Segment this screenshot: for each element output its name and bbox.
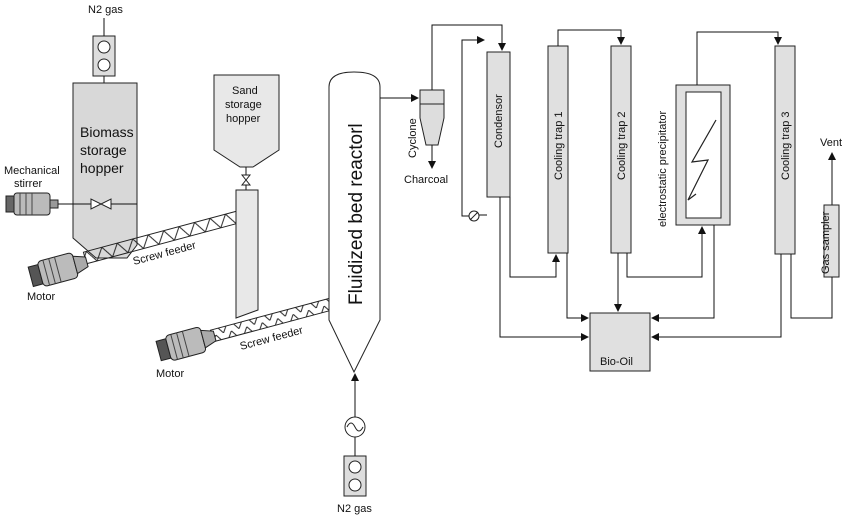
mechanical-stirrer-label-2: stirrer	[14, 178, 42, 190]
bio-oil-collector	[589, 312, 651, 372]
motor-2-label: Motor	[156, 368, 184, 380]
esp-label: electrostatic precipitator	[657, 111, 669, 227]
sand-storage-hopper	[213, 74, 280, 168]
cooling-trap-2	[610, 45, 632, 254]
sand-downcomer	[235, 189, 259, 319]
stirrer-motor-icon	[5, 192, 59, 216]
condensor-label: Condensor	[493, 94, 505, 148]
cooling-trap-3	[774, 45, 796, 255]
recycle-pump-icon	[468, 210, 480, 222]
fluidized-bed-reactor	[328, 71, 381, 374]
sand-valve-icon	[240, 174, 252, 186]
lightning-icon	[687, 119, 717, 201]
sand-hopper-label-1: Sand	[232, 85, 258, 97]
cyclone	[419, 89, 445, 146]
cyclone-label: Cyclone	[407, 118, 419, 158]
n2-gas-bottom-label: N2 gas	[337, 503, 372, 515]
cooling-trap-2-label: Cooling trap 2	[616, 112, 628, 181]
sand-hopper-label-3: hopper	[226, 113, 261, 125]
n2-gas-top-label: N2 gas	[88, 4, 123, 16]
cooling-trap-1-label: Cooling trap 1	[553, 112, 565, 181]
cooling-trap-3-label: Cooling trap 3	[780, 112, 792, 181]
biomass-hopper-label-2: storage	[80, 142, 127, 158]
sand-hopper-label-2: storage	[225, 99, 262, 111]
biomass-storage-hopper	[72, 82, 138, 259]
bio-oil-label: Bio-Oil	[600, 356, 633, 368]
motor-1-label: Motor	[27, 291, 55, 303]
charcoal-label: Charcoal	[404, 174, 448, 186]
biomass-hopper-label-1: Biomass	[80, 124, 134, 140]
vent-label: Vent	[820, 137, 842, 149]
motor-1-icon	[27, 252, 89, 288]
mechanical-stirrer-label-1: Mechanical	[4, 165, 60, 177]
condensor	[486, 51, 511, 198]
reactor-label: Fluidized bed reactorl	[346, 123, 367, 305]
biomass-hopper-label-3: hopper	[80, 160, 124, 176]
n2-cylinder-top	[92, 35, 116, 77]
gas-sampler-label: Gas sampler	[820, 211, 832, 274]
motor-2-icon	[155, 326, 217, 362]
gas-heater-icon	[344, 416, 366, 438]
n2-cylinder-bottom	[343, 455, 367, 497]
